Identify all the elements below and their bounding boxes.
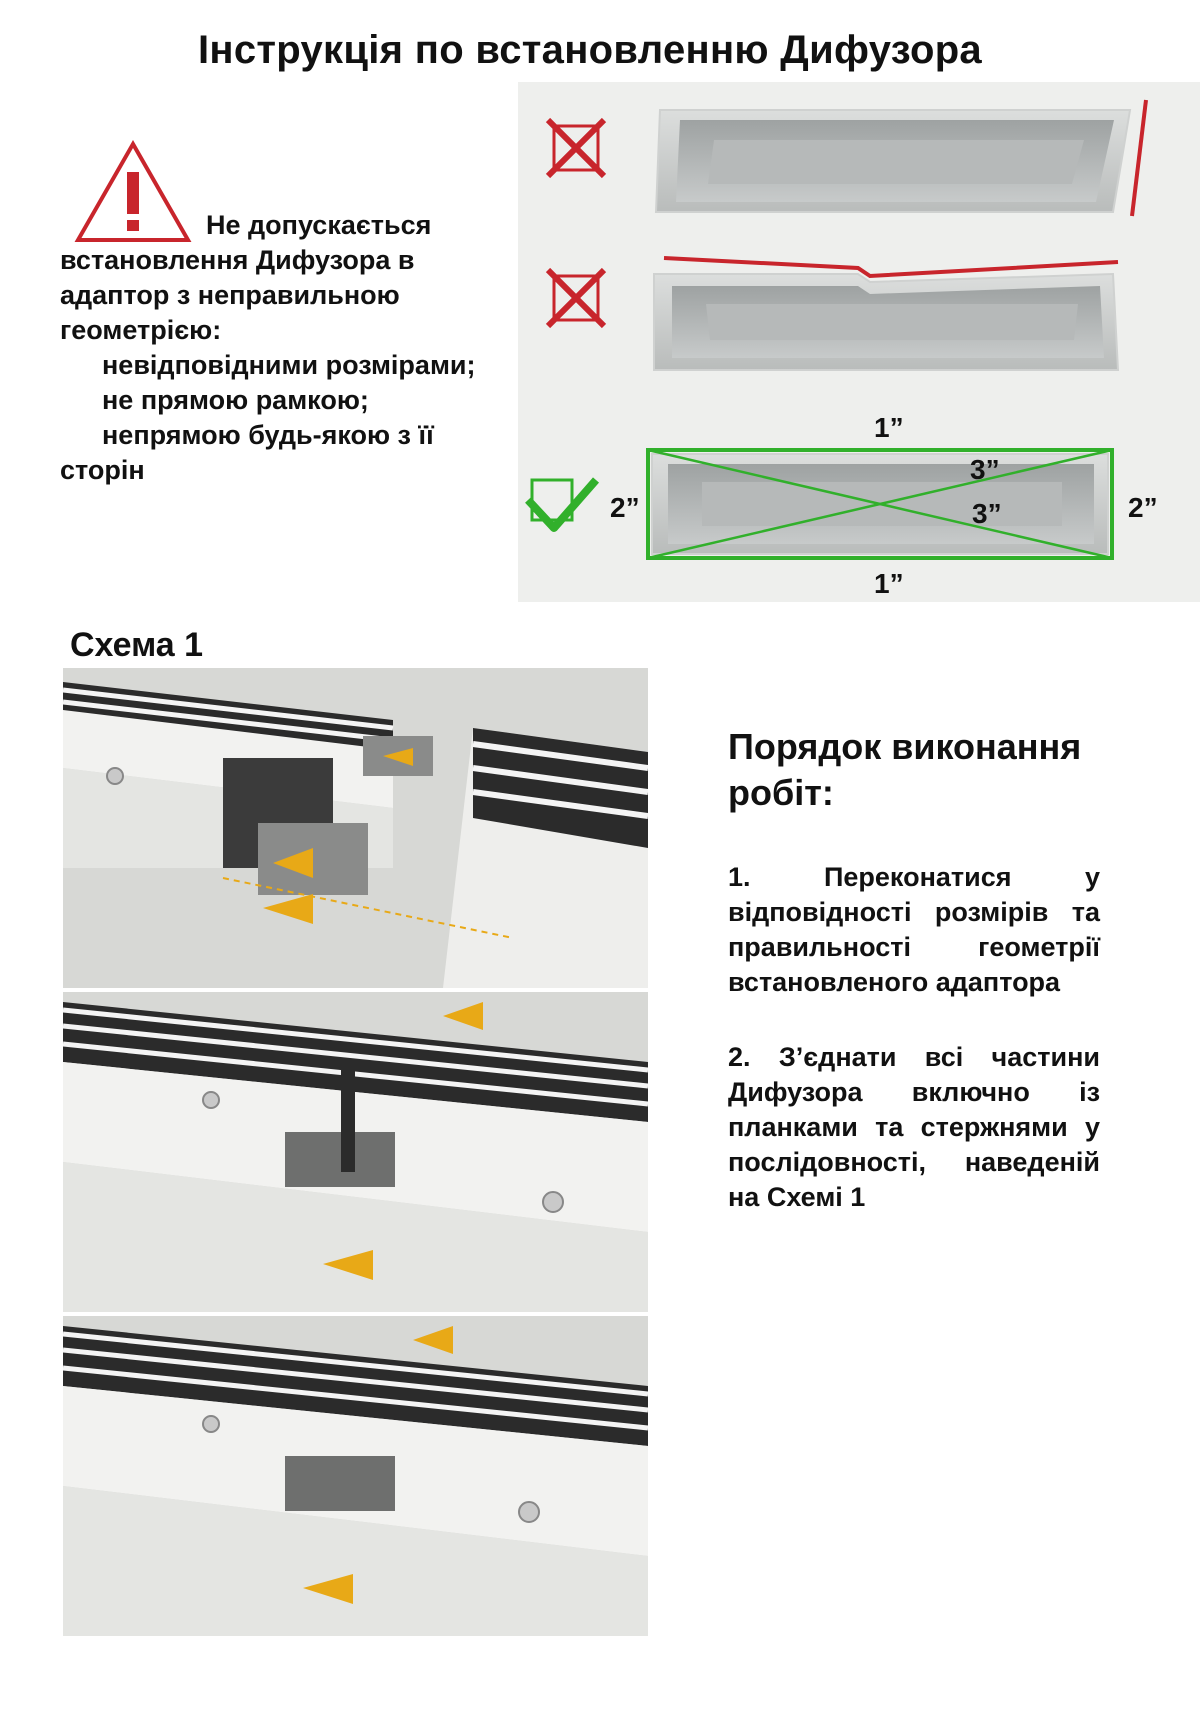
dimension-label-top: 1” bbox=[874, 412, 904, 443]
procedure-step: 2. З’єднати всі частини Дифузора включно… bbox=[728, 1042, 1100, 1212]
warning-text: Не допускається встановлення Дифузора в … bbox=[60, 140, 530, 488]
scheme-step-1-image bbox=[63, 668, 648, 988]
wrong-frame-bent bbox=[653, 256, 1120, 371]
warning-line: адаптор з неправильною bbox=[60, 280, 400, 310]
correct-frame bbox=[646, 448, 1114, 560]
warning-triangle-icon bbox=[74, 140, 192, 242]
warning-line: невідповідними розмірами; bbox=[102, 350, 476, 380]
warning-block: Не допускається встановлення Дифузора в … bbox=[60, 140, 530, 488]
dimension-label-left: 2” bbox=[610, 492, 640, 523]
warning-line: встановлення Дифузора в bbox=[60, 245, 415, 275]
wrong-cross-icon bbox=[545, 117, 607, 179]
wrong-cross-icon bbox=[545, 267, 607, 329]
procedure-step: 1. Переконатися у відповідності розмірів… bbox=[728, 862, 1100, 997]
wrong-frame-skewed bbox=[654, 99, 1148, 217]
dimension-label-right: 2” bbox=[1128, 492, 1158, 523]
warning-line: не прямою рамкою; bbox=[102, 385, 369, 415]
warning-line: геометрією: bbox=[60, 315, 222, 345]
warning-line: Не допускається bbox=[206, 210, 432, 240]
scheme-step-3-image bbox=[63, 1316, 648, 1636]
dimension-label-bottom: 1” bbox=[874, 568, 904, 599]
page-title: Інструкція по встановленню Дифузора bbox=[198, 28, 982, 72]
warning-line: непрямою будь-якою з її bbox=[102, 420, 434, 450]
procedure-section: Порядок виконання робіт: 1. Переконатися… bbox=[728, 724, 1100, 1255]
geometry-illustration: 1” 1” 2” 2” 3” 3” bbox=[518, 82, 1200, 602]
dimension-label-diagonal: 3” bbox=[970, 454, 1000, 485]
scheme-title: Схема 1 bbox=[70, 626, 204, 664]
checkmark-icon bbox=[525, 477, 600, 532]
warning-line: сторін bbox=[60, 455, 145, 485]
scheme-step-2-image bbox=[63, 992, 648, 1312]
dimension-label-diagonal: 3” bbox=[972, 498, 1002, 529]
procedure-title: Порядок виконання робіт: bbox=[728, 726, 1082, 813]
